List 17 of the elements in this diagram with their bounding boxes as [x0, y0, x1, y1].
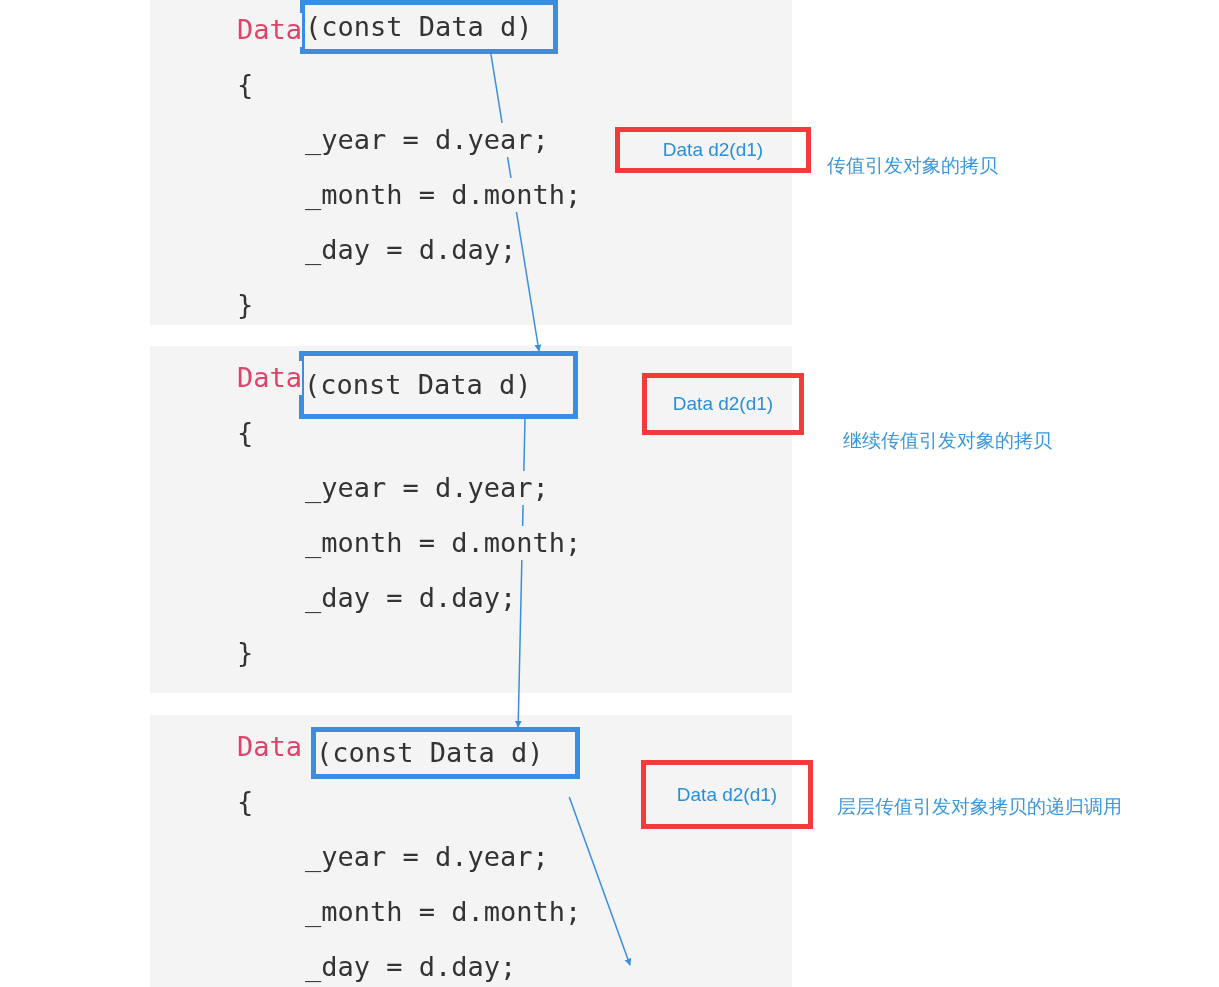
arrow — [490, 53, 542, 352]
note-text: 层层传值引发对象拷贝的递归调用 — [837, 795, 1122, 819]
code-keyword: Data — [237, 361, 303, 395]
highlight-box — [300, 0, 558, 54]
note-text: 继续传值引发对象的拷贝 — [843, 429, 1052, 453]
highlight-box — [311, 727, 580, 779]
arrow — [514, 418, 526, 728]
note-text: 传值引发对象的拷贝 — [827, 154, 998, 178]
code-panel — [150, 715, 792, 987]
highlight-box — [299, 351, 578, 419]
code-keyword: Data — [237, 13, 303, 47]
callout-box: Data d2(d1) — [615, 127, 811, 173]
arrow — [568, 796, 632, 966]
callout-box: Data d2(d1) — [642, 373, 804, 435]
code-panel — [150, 0, 792, 325]
callout-box: Data d2(d1) — [641, 760, 813, 829]
code-panel — [150, 346, 792, 693]
